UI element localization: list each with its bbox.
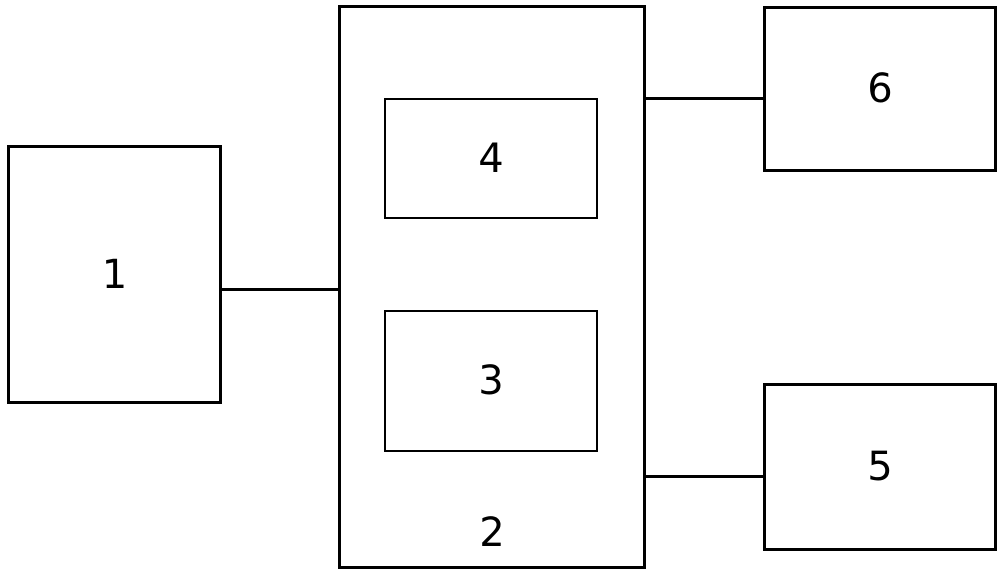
block-1: 1 (7, 145, 222, 404)
block-1-label: 1 (101, 251, 128, 298)
connector-block2-block5 (646, 475, 763, 478)
block-5: 5 (763, 383, 997, 551)
block-2-label: 2 (479, 510, 505, 556)
block-6-label: 6 (867, 66, 893, 112)
block-3: 3 (384, 310, 598, 452)
block-2: 2 (338, 5, 646, 569)
block-6: 6 (763, 6, 997, 172)
block-4: 4 (384, 98, 598, 219)
block-3-label: 3 (478, 358, 504, 404)
block-4-label: 4 (478, 135, 504, 182)
connector-block2-block6 (646, 97, 763, 100)
connector-block1-block2 (222, 288, 339, 291)
block-5-label: 5 (867, 444, 893, 490)
